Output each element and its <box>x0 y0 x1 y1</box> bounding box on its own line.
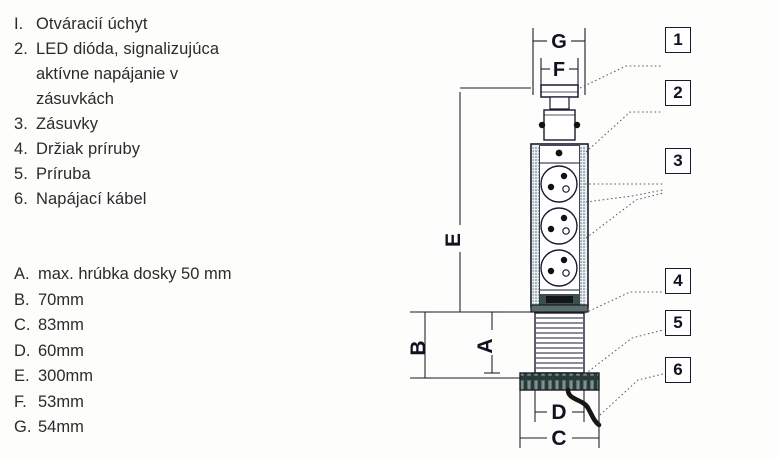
legend-item-key: 5. <box>14 165 28 183</box>
list-item: I. Otváracií úchyt <box>14 12 364 37</box>
legend-item-label: Príruba <box>36 165 91 183</box>
dimension-value: max. hrúbka dosky 50 mm <box>38 265 232 283</box>
legend-item-key: 4. <box>14 140 28 158</box>
list-item: F. 53mm <box>14 390 364 416</box>
legend-item-label: Otváracií úchyt <box>36 15 148 33</box>
dimension-key: E. <box>14 367 30 385</box>
list-item: 5. Príruba <box>14 162 364 187</box>
dimension-e <box>459 87 531 312</box>
dimension-value: 70mm <box>38 290 84 309</box>
callout-label: 2 <box>673 83 683 102</box>
flange-plate <box>519 372 600 391</box>
technical-drawing: G F <box>400 0 779 460</box>
list-item: B. 70mm <box>14 288 364 314</box>
callout-label: 3 <box>673 151 683 170</box>
legend-list: I. Otváracií úchyt 2. LED dióda, signali… <box>14 12 364 212</box>
body-bottom-band <box>530 289 589 313</box>
dimension-label-c: C <box>551 427 566 450</box>
callout-label: 1 <box>673 30 683 49</box>
callout-5[interactable]: 5 <box>665 310 691 336</box>
list-item: A. max. hrúbka dosky 50 mm <box>14 262 364 288</box>
legend-item-key: 2. <box>14 40 28 58</box>
legend-item-label: Zásuvky <box>36 115 99 133</box>
list-item: 6. Napájací kábel <box>14 187 364 212</box>
list-item: 2. LED dióda, signalizujúca <box>14 37 364 62</box>
callout-label: 6 <box>673 360 683 379</box>
dimension-value: 54mm <box>38 418 84 436</box>
dimension-key: D. <box>14 341 31 360</box>
list-item: C. 83mm <box>14 313 364 339</box>
cap-neck <box>549 96 570 110</box>
list-item: G. 54mm <box>14 415 364 441</box>
dimension-g <box>532 28 586 95</box>
list-item: 4. Držiak príruby <box>14 137 364 162</box>
dimension-label-b: B <box>407 340 430 355</box>
legend-item-label-cont: zásuvkách <box>36 90 114 108</box>
led-indicator-left <box>538 121 546 129</box>
callout-6[interactable]: 6 <box>665 357 691 383</box>
led-dot <box>555 149 563 157</box>
dimension-a <box>484 311 500 374</box>
legend-item-key: 3. <box>14 115 28 133</box>
list-item: D. 60mm <box>14 339 364 365</box>
callout-3[interactable]: 3 <box>665 148 691 174</box>
legend-item-label: Držiak príruby <box>36 140 141 158</box>
legend-item-label: Napájací kábel <box>36 190 147 208</box>
dimension-key: G. <box>14 418 32 436</box>
callout-label: 4 <box>673 271 683 290</box>
callout-label: 5 <box>673 313 683 332</box>
legend-item-label-cont: aktívne napájanie v <box>36 65 179 83</box>
list-item: E. 300mm <box>14 364 364 390</box>
dimension-key-list: A. max. hrúbka dosky 50 mm B. 70mm C. 83… <box>14 262 364 441</box>
callout-2[interactable]: 2 <box>665 80 691 106</box>
socket-2 <box>540 207 578 245</box>
socket-1 <box>540 165 578 203</box>
dimension-key: F. <box>14 392 27 411</box>
led-indicator-right <box>573 121 581 129</box>
dimension-value: 300mm <box>38 367 94 385</box>
legend-item-key: I. <box>14 15 24 33</box>
dimension-key: A. <box>14 265 30 283</box>
dimension-key: B. <box>14 290 30 309</box>
callout-4[interactable]: 4 <box>665 268 691 294</box>
top-cap-handle <box>540 84 579 98</box>
dimension-label-e: E <box>442 233 465 247</box>
callout-leader-lines <box>579 65 664 416</box>
dimension-b <box>418 311 432 379</box>
dimension-value: 60mm <box>38 341 84 360</box>
dimension-label-a: A <box>474 338 497 353</box>
callout-1[interactable]: 1 <box>665 27 691 53</box>
led-housing <box>538 109 581 141</box>
dimension-value: 53mm <box>38 392 84 411</box>
dimension-key: C. <box>14 316 31 334</box>
legend-item-key: 6. <box>14 190 28 208</box>
dimension-label-f: F <box>553 59 565 81</box>
dimension-label-d: D <box>551 401 566 424</box>
list-item: 3. Zásuvky <box>14 112 364 137</box>
dimension-label-g: G <box>551 31 567 53</box>
dimension-d <box>534 390 585 422</box>
dimension-c <box>519 390 600 448</box>
dimension-value: 83mm <box>38 316 84 334</box>
power-cable <box>565 387 602 428</box>
threaded-collar <box>534 312 585 374</box>
legend-item-label: LED dióda, signalizujúca <box>36 40 220 58</box>
socket-3 <box>540 249 578 287</box>
